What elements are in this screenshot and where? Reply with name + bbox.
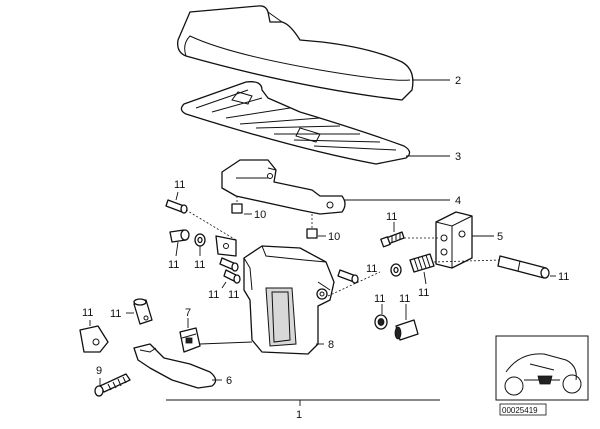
callout-11-top: 11 — [174, 179, 185, 191]
callout-11-mid2: 11 — [228, 289, 239, 301]
callout-11-screw: 11 — [386, 211, 397, 223]
callout-8: 8 — [328, 339, 334, 351]
callout-1: 1 — [296, 409, 302, 421]
callout-10-upper: 10 — [254, 209, 266, 221]
callout-11-clamp: 11 — [82, 307, 93, 319]
callout-11-cap: 11 — [374, 293, 385, 305]
part-9-screw — [94, 373, 131, 397]
part-11-sleeve — [126, 298, 153, 325]
callout-5: 5 — [497, 231, 503, 243]
part-11-screw — [380, 222, 405, 248]
callout-9: 9 — [96, 365, 102, 377]
part-11-bushing-left2 — [194, 233, 206, 256]
part-5-block — [404, 211, 501, 269]
part-6-lever — [133, 343, 222, 389]
part-4-bracket — [221, 159, 450, 215]
part-8-housing — [243, 245, 381, 355]
part-10-screw-lower — [306, 214, 326, 239]
part-11-bushing-left — [169, 229, 190, 257]
part-11-spring — [409, 253, 435, 285]
callout-11-right: 11 — [558, 271, 569, 283]
callout-7: 7 — [185, 307, 191, 319]
callout-4: 4 — [455, 195, 461, 207]
part-11-pin-housing — [337, 269, 359, 284]
part-11-pin-top — [165, 191, 237, 241]
callout-11-left2: 11 — [194, 259, 205, 271]
part-11-pin-mid2 — [221, 269, 241, 289]
part-11-cap — [374, 304, 388, 330]
part-7-clip — [179, 318, 253, 353]
callout-11-sleeve: 11 — [110, 308, 121, 320]
part-11-clamp — [79, 320, 109, 353]
part-10-screw-upper — [231, 196, 252, 215]
part-11-long-pin — [497, 255, 556, 279]
callout-11-ring: 11 — [366, 263, 377, 275]
part-11-ring — [390, 263, 402, 277]
part-11-knob — [394, 304, 419, 341]
inset-motorcycle-thumbnail: 00025419 — [495, 335, 589, 416]
callout-11-left1: 11 — [168, 259, 179, 271]
callout-11-spring: 11 — [418, 287, 429, 299]
callout-2: 2 — [455, 75, 461, 87]
part-11-pin-mid1 — [219, 257, 239, 272]
part-2-footrest-pad — [177, 5, 450, 101]
part-3-footrest-plate — [180, 81, 450, 165]
callout-11-knob: 11 — [399, 293, 410, 305]
assembly-bracket-1 — [166, 399, 440, 406]
callout-11-mid1: 11 — [208, 289, 219, 301]
part-11-clip-plate — [215, 235, 237, 257]
inset-code: 00025419 — [502, 406, 538, 415]
callout-3: 3 — [455, 151, 461, 163]
callout-6: 6 — [226, 375, 232, 387]
callout-10-lower: 10 — [328, 231, 340, 243]
